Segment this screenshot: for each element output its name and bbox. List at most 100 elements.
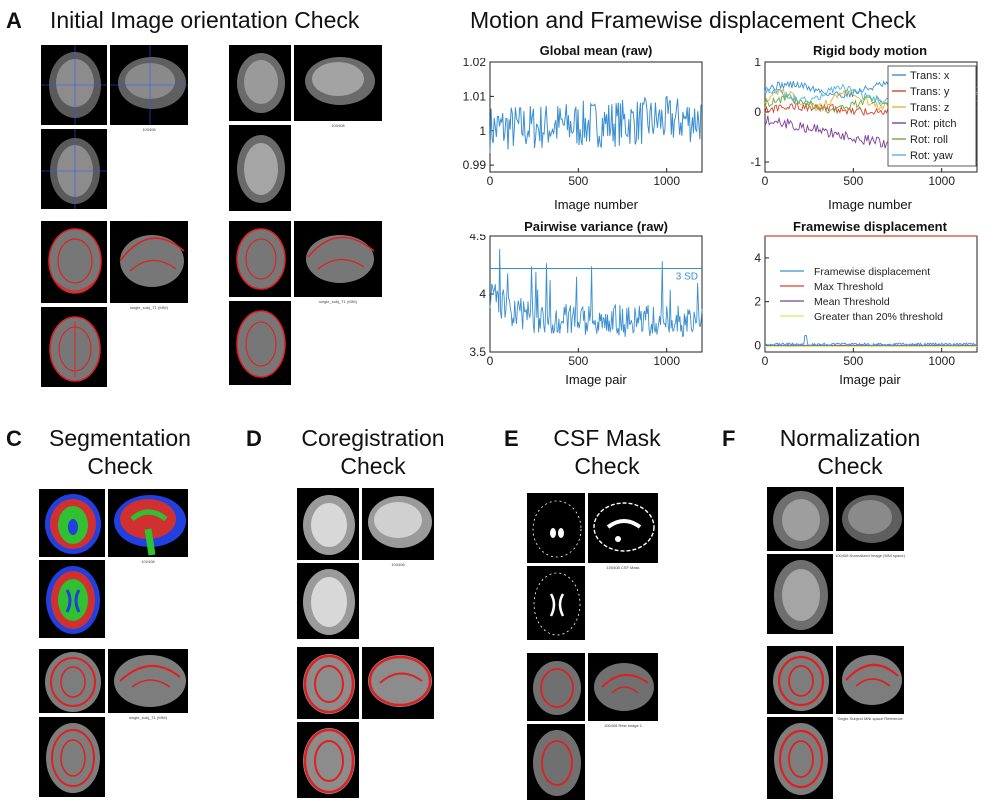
norm-sagittal bbox=[835, 486, 905, 552]
panel-c-title-line2: Check bbox=[87, 453, 153, 479]
x-tick-label: 0 bbox=[762, 354, 769, 368]
chart-2-xlabel: Image number bbox=[828, 197, 912, 212]
chart-4-title: Framewise displacement bbox=[793, 219, 947, 234]
y-tick-label: 2 bbox=[754, 295, 761, 309]
y-tick-label: 4 bbox=[754, 251, 761, 265]
mri-axial-raw-1 bbox=[40, 128, 108, 210]
y-tick-label: 4.5 bbox=[469, 234, 486, 243]
csf-overlay-sagittal bbox=[587, 652, 659, 722]
csf-overlay-coronal bbox=[526, 652, 586, 722]
panel-c-title-line1: Segmentation bbox=[49, 425, 191, 451]
chart-3-title: Pairwise variance (raw) bbox=[524, 219, 668, 234]
plot-area bbox=[489, 61, 703, 173]
coreg-overlay-axial bbox=[296, 721, 360, 799]
mri-coronal-raw-2 bbox=[228, 44, 292, 122]
caption-e1: 100408 CSF Mask bbox=[606, 565, 640, 570]
panel-letter-f: F bbox=[722, 426, 736, 451]
x-tick-label: 500 bbox=[568, 174, 588, 188]
panel-letter-d: D bbox=[246, 426, 262, 451]
csf-sagittal bbox=[587, 492, 659, 564]
y-tick-label: 1 bbox=[479, 124, 486, 138]
plot-area bbox=[489, 235, 703, 353]
csf-overlay-axial bbox=[526, 723, 586, 801]
panel-letter-e: E bbox=[504, 426, 519, 451]
norm-overlay-sagittal bbox=[835, 645, 905, 715]
caption-c1: 100408 bbox=[141, 559, 155, 564]
seg-mni-axial bbox=[38, 716, 106, 798]
legend-label: Framewise displacement bbox=[814, 266, 930, 278]
panel-f-title-line1: Normalization bbox=[779, 425, 921, 451]
caption-e2: 100408 Rest image 1 bbox=[603, 723, 643, 728]
caption-a2: 100408 bbox=[331, 123, 345, 128]
x-tick-label: 500 bbox=[843, 174, 863, 188]
legend-label: Mean Threshold bbox=[814, 296, 890, 308]
y-tick-label: 1 bbox=[754, 58, 761, 69]
x-tick-label: 500 bbox=[843, 354, 863, 368]
x-tick-label: 1000 bbox=[653, 174, 680, 188]
panel-d-title-line2: Check bbox=[340, 453, 406, 479]
legend-label: Rot: pitch bbox=[910, 118, 956, 130]
caption-f2: Single Subject MNI space Reference bbox=[837, 716, 903, 721]
coreg-coronal bbox=[296, 487, 360, 561]
plot-area bbox=[764, 235, 978, 353]
series-framewise-displacement bbox=[764, 335, 978, 347]
legend-label: Rot: yaw bbox=[910, 150, 953, 162]
norm-overlay-coronal bbox=[766, 645, 834, 715]
panel-f-title-line2: Check bbox=[817, 453, 883, 479]
caption-a1: 100408 bbox=[142, 127, 156, 132]
mri-sagittal-raw-2 bbox=[293, 44, 383, 122]
x-tick-label: 1000 bbox=[928, 354, 955, 368]
panel-letter-a: A bbox=[6, 8, 22, 33]
y-tick-label: 0 bbox=[754, 105, 761, 119]
legend-label: Max Threshold bbox=[814, 281, 883, 293]
chart-1-xlabel: Image number bbox=[554, 197, 638, 212]
caption-c2: single_subj_T1 (MNI) bbox=[128, 715, 167, 720]
legend-label: Rot: roll bbox=[910, 134, 948, 146]
chart-2-title: Rigid body motion bbox=[812, 43, 928, 58]
series-global-mean bbox=[489, 95, 703, 154]
mri-sagittal-mni-2 bbox=[293, 220, 383, 298]
x-tick-label: 0 bbox=[487, 174, 494, 188]
mri-axial-raw-2 bbox=[228, 124, 292, 212]
caption-f1: 100408 Normalized Image (MNI space) bbox=[835, 553, 905, 558]
y-tick-label: 0 bbox=[754, 338, 761, 352]
chart-4-xlabel: Image pair bbox=[839, 372, 901, 387]
seg-coronal bbox=[38, 488, 106, 558]
mri-sagittal-mni-1 bbox=[109, 220, 189, 304]
y-tick-label: -1 bbox=[750, 155, 761, 169]
panel-a-title: Initial Image orientation Check bbox=[50, 7, 360, 33]
seg-mni-coronal bbox=[38, 648, 106, 714]
y-tick-label: 4 bbox=[479, 287, 486, 301]
seg-axial bbox=[38, 559, 106, 639]
norm-coronal bbox=[766, 486, 834, 552]
seg-sagittal bbox=[107, 488, 189, 558]
mri-coronal-mni-1 bbox=[40, 220, 108, 304]
coreg-overlay-sagittal bbox=[361, 646, 435, 720]
norm-overlay-axial bbox=[766, 716, 834, 800]
caption-a3: single_subj_T1 (MNI) bbox=[129, 305, 168, 310]
coreg-axial bbox=[296, 562, 360, 640]
chart-3-xlabel: Image pair bbox=[565, 372, 627, 387]
coreg-sagittal bbox=[361, 487, 435, 561]
legend-label: Greater than 20% threshold bbox=[814, 311, 943, 323]
panel-e-title-line2: Check bbox=[574, 453, 640, 479]
mri-coronal-raw-1 bbox=[40, 44, 108, 126]
mri-sagittal-raw-1 bbox=[109, 44, 189, 126]
y-tick-label: 1.01 bbox=[463, 89, 487, 103]
legend-label: Trans: y bbox=[910, 86, 950, 98]
mri-axial-mni-2 bbox=[228, 300, 292, 386]
threshold-label: 3 SD bbox=[676, 271, 698, 282]
panel-b-title: Motion and Framewise displacement Check bbox=[470, 7, 917, 33]
panel-e-title-line1: CSF Mask bbox=[553, 425, 661, 451]
csf-coronal bbox=[526, 492, 586, 564]
panel-d-title-line1: Coregistration bbox=[301, 425, 445, 451]
x-tick-label: 0 bbox=[487, 354, 494, 368]
y-tick-label: 1.02 bbox=[463, 58, 487, 69]
mri-coronal-mni-2 bbox=[228, 220, 292, 298]
csf-axial bbox=[526, 565, 586, 641]
